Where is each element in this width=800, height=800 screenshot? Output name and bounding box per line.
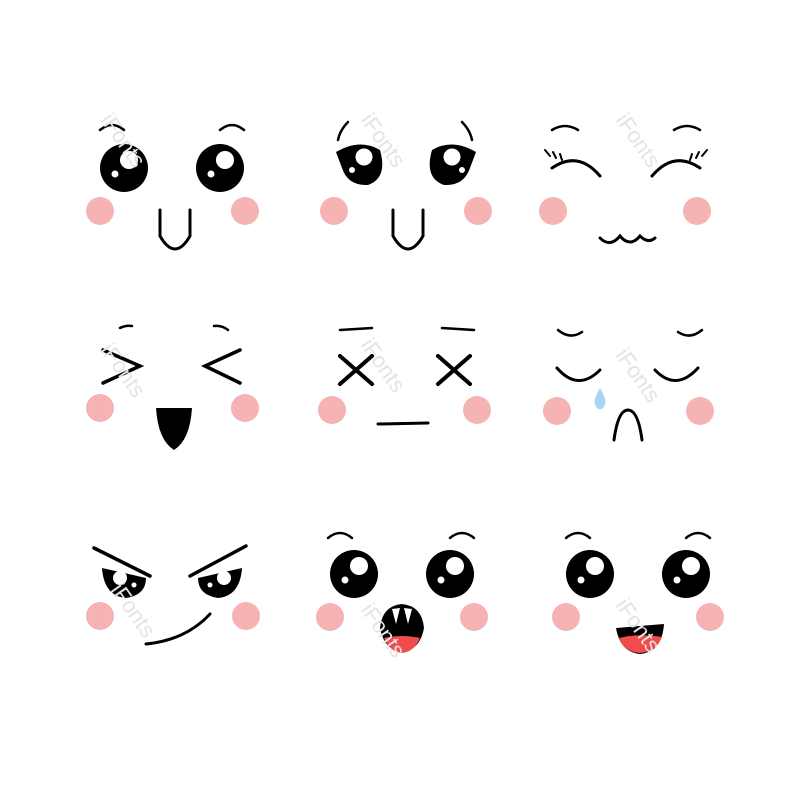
left-eye [102, 568, 146, 598]
right-blush [231, 197, 259, 225]
u-mouth [158, 208, 192, 251]
left-blush [543, 397, 571, 425]
face-excited-fang-mouth [316, 531, 488, 653]
right-eyebrow [218, 123, 246, 132]
u-mouth [391, 208, 425, 251]
cat-mouth [598, 233, 657, 244]
left-eyebrow [336, 120, 350, 142]
tear-drop [594, 388, 606, 410]
right-closed-eye [653, 366, 700, 382]
right-eye [429, 144, 476, 186]
right-eyebrow [672, 124, 702, 132]
right-blush [460, 603, 488, 631]
right-eye [426, 550, 474, 598]
left-eye [566, 550, 614, 598]
face-crying-closed-eyes [543, 328, 714, 442]
right-eye [196, 144, 244, 192]
right-closed-eye [650, 159, 702, 178]
flat-mouth [376, 421, 430, 426]
right-eye [198, 568, 242, 598]
fang-mouth [380, 604, 424, 653]
smirk-mouth [144, 612, 212, 646]
right-blush [463, 396, 491, 424]
left-blush [552, 603, 580, 631]
left-eyebrow [564, 531, 592, 540]
right-eyebrow [188, 544, 248, 578]
sad-mouth [612, 408, 644, 442]
right-blush [686, 397, 714, 425]
right-eyebrow [448, 531, 476, 540]
left-blush [539, 197, 567, 225]
right-eyebrow [212, 324, 230, 332]
left-blush [86, 602, 114, 630]
left-blush [86, 197, 114, 225]
left-squint-eye [101, 348, 145, 385]
left-x-eye [338, 354, 374, 386]
right-blush [464, 197, 492, 225]
right-eyebrow [684, 531, 712, 540]
left-blush [316, 603, 344, 631]
left-blush [318, 396, 346, 424]
left-eyebrow [98, 123, 126, 132]
right-blush [683, 197, 711, 225]
right-eyelashes [689, 149, 708, 161]
face-shy-side-eyes [320, 120, 492, 251]
left-eye [100, 144, 148, 192]
left-eyebrow [118, 324, 134, 330]
right-eye [662, 550, 710, 598]
open-mouth [156, 408, 192, 450]
left-eyelashes [544, 149, 563, 161]
tongue-mouth [616, 624, 664, 654]
left-eye [330, 550, 378, 598]
right-squint-eye [200, 348, 242, 385]
left-blush [320, 197, 348, 225]
left-eyebrow [92, 546, 152, 578]
left-eyebrow [338, 326, 374, 332]
face-cheerful-tongue-mouth [552, 531, 724, 654]
right-blush [232, 602, 260, 630]
right-x-eye [436, 354, 472, 386]
left-eyebrow [550, 124, 580, 132]
right-eyebrow [460, 120, 474, 142]
face-squinting-laughing [86, 324, 259, 450]
left-closed-eye [555, 366, 602, 382]
left-eyebrow [556, 328, 584, 337]
face-smiling-closed-eyes [539, 124, 711, 244]
face-happy-big-eyes [86, 123, 259, 251]
right-eyebrow [676, 328, 704, 337]
left-eye [336, 144, 383, 186]
face-dizzy-x-eyes [318, 326, 491, 426]
left-eyebrow [326, 531, 354, 540]
right-blush [231, 394, 259, 422]
right-blush [696, 603, 724, 631]
right-eyebrow [440, 326, 476, 332]
face-smirking-angry [86, 544, 260, 646]
left-blush [86, 394, 114, 422]
left-closed-eye [550, 159, 602, 178]
